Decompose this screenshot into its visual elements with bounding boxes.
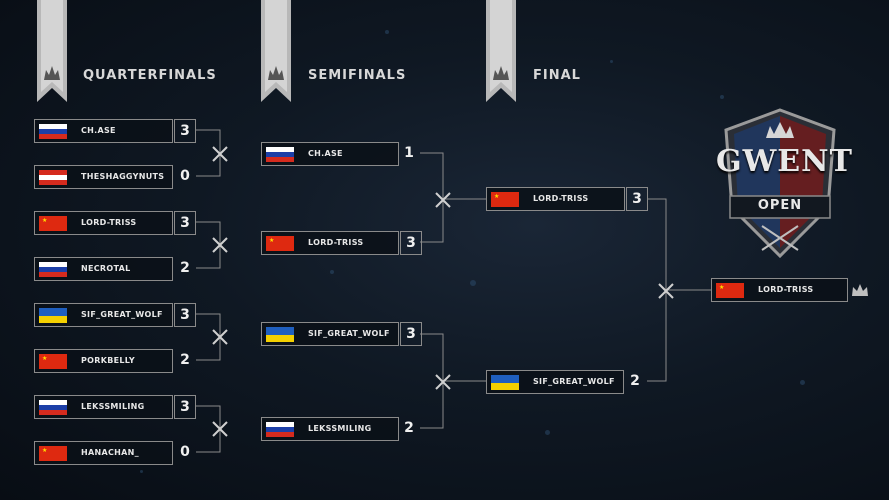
russia-flag-icon [39, 124, 67, 139]
player-name: CH.ASE [81, 126, 116, 135]
score: 1 [404, 145, 414, 161]
score: 2 [180, 260, 190, 276]
russia-flag-icon [39, 262, 67, 277]
score: 3 [400, 322, 422, 346]
china-flag-icon: ★ [491, 192, 519, 207]
gwent-open-logo: GWENT OPEN [716, 108, 853, 258]
crossed-swords-icon [212, 237, 228, 253]
player-name: THESHAGGYNUTS [81, 172, 165, 181]
qf-slot-2[interactable]: THESHAGGYNUTS [34, 165, 173, 189]
score: 3 [626, 187, 648, 211]
player-name: CH.ASE [308, 149, 343, 158]
player-name: PORKBELLY [81, 356, 136, 365]
sf-slot-1[interactable]: CH.ASE [261, 142, 399, 166]
score: 2 [404, 420, 414, 436]
player-name: LORD-TRISS [533, 194, 589, 203]
player-name: HANACHAN_ [81, 448, 139, 457]
score: 2 [630, 373, 640, 389]
china-flag-icon: ★ [716, 283, 744, 298]
final-slot-1[interactable]: ★ LORD-TRISS 3 [486, 187, 648, 211]
qf-slot-1[interactable]: CH.ASE 3 [34, 119, 196, 143]
crossed-swords-icon [658, 283, 674, 299]
score: 3 [174, 395, 196, 419]
qf-slot-3[interactable]: ★ LORD-TRISS 3 [34, 211, 196, 235]
ukraine-flag-icon [491, 375, 519, 390]
score: 0 [180, 168, 190, 184]
stage-banner-quarterfinals [37, 0, 67, 102]
player-name: SIF_GREAT_WOLF [81, 310, 163, 319]
crossed-swords-icon [435, 374, 451, 390]
logo-word: GWENT [716, 144, 853, 179]
qf-slot-5[interactable]: SIF_GREAT_WOLF 3 [34, 303, 196, 327]
sf-slot-4[interactable]: LEKSSMILING [261, 417, 399, 441]
ukraine-flag-icon [39, 308, 67, 323]
player-name: LORD-TRISS [308, 238, 364, 247]
player-name: NECROTAL [81, 264, 131, 273]
qf-slot-8[interactable]: ★ HANACHAN_ [34, 441, 173, 465]
stage-title-quarterfinals: QUARTERFINALS [83, 68, 217, 83]
player-name: SIF_GREAT_WOLF [308, 329, 390, 338]
russia-flag-icon [266, 147, 294, 162]
china-flag-icon: ★ [39, 216, 67, 231]
sf-slot-3[interactable]: SIF_GREAT_WOLF 3 [261, 322, 422, 346]
final-slot-2[interactable]: SIF_GREAT_WOLF [486, 370, 624, 394]
score: 2 [180, 352, 190, 368]
logo-sub: OPEN [757, 198, 803, 213]
score: 3 [400, 231, 422, 255]
qf-slot-4[interactable]: NECROTAL [34, 257, 173, 281]
china-flag-icon: ★ [39, 354, 67, 369]
score: 3 [174, 119, 196, 143]
crossed-swords-icon [212, 146, 228, 162]
crown-icon [852, 284, 868, 296]
player-name: SIF_GREAT_WOLF [533, 377, 615, 386]
player-name: LEKSSMILING [308, 424, 372, 433]
russia-flag-icon [266, 422, 294, 437]
qf-slot-7[interactable]: LEKSSMILING 3 [34, 395, 196, 419]
ukraine-flag-icon [266, 327, 294, 342]
score: 0 [180, 444, 190, 460]
score: 3 [174, 211, 196, 235]
player-name: LORD-TRISS [81, 218, 137, 227]
china-flag-icon: ★ [39, 446, 67, 461]
sf-slot-2[interactable]: ★ LORD-TRISS 3 [261, 231, 422, 255]
stage-title-semifinals: SEMIFINALS [308, 68, 407, 83]
score: 3 [174, 303, 196, 327]
player-name: LEKSSMILING [81, 402, 145, 411]
stage-banner-semifinals [261, 0, 291, 102]
crossed-swords-icon [212, 421, 228, 437]
crossed-swords-icon [435, 192, 451, 208]
champion-slot[interactable]: ★ LORD-TRISS [711, 278, 848, 302]
austria-flag-icon [39, 170, 67, 185]
stage-title-final: FINAL [533, 68, 581, 83]
crossed-swords-icon [212, 329, 228, 345]
player-name: LORD-TRISS [758, 285, 814, 294]
russia-flag-icon [39, 400, 67, 415]
stage-banner-final [486, 0, 516, 102]
qf-slot-6[interactable]: ★ PORKBELLY [34, 349, 173, 373]
china-flag-icon: ★ [266, 236, 294, 251]
